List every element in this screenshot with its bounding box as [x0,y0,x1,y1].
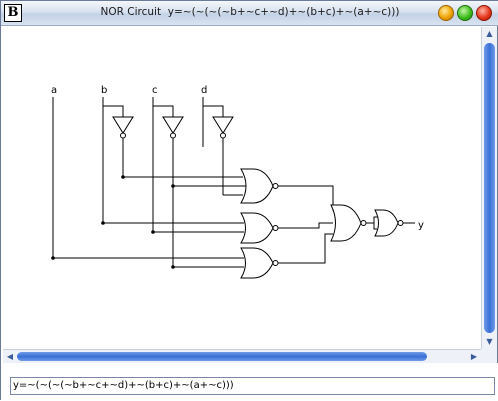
close-button[interactable] [476,5,492,21]
nor3-out [278,233,333,264]
not-gate-c [162,116,184,139]
junction-dot [171,265,175,269]
horizontal-scrollbar[interactable]: ◀ ▶ [3,349,481,363]
junction-dot [51,256,55,260]
horizontal-scroll-thumb[interactable] [17,352,427,361]
maximize-button[interactable] [457,5,473,21]
nor-gate-5 [374,209,404,237]
nor-gate-4 [330,204,367,242]
input-label-a: a [51,85,57,96]
output-label-y: y [418,220,424,231]
nor4-out-1 [366,216,377,224]
junction-dot [101,221,105,225]
vertical-scrollbar[interactable]: ▲ ▼ [481,27,497,349]
scroll-corner [481,349,497,363]
not-gate-d [212,116,234,139]
junction-dot [121,175,125,179]
scroll-up-icon[interactable]: ▲ [486,29,493,38]
formula-input[interactable]: y=~(~(~(~b+~c+~d)+~(b+c)+~(a+~c))) [10,377,495,395]
nor-gate-1 [240,168,279,204]
input-label-d: d [201,85,207,96]
scroll-right-icon[interactable]: ▶ [470,352,478,361]
vertical-scroll-thumb[interactable] [484,43,495,333]
circuit-diagram: a b c d y [51,85,424,279]
junction-dot [151,230,155,234]
junction-dot [171,184,175,188]
tap-b [103,105,124,117]
title-bar[interactable]: B NOR Circuit y=~(~(~(~b+~c+~d)+~(b+c)+~… [1,1,498,26]
nor4-out-2 [366,222,377,230]
circuit-canvas[interactable]: a b c d y [3,27,481,349]
not-gate-b [112,116,134,139]
minimize-button[interactable] [438,5,454,21]
tap-c [153,105,174,117]
window-title: NOR Circuit y=~(~(~(~b+~c+~d)+~(b+c)+~(a… [100,6,400,18]
nor-gate-3 [240,247,279,279]
nor1-out [278,185,334,211]
tap-d [203,105,224,117]
scroll-down-icon[interactable]: ▼ [486,337,493,346]
scroll-left-icon[interactable]: ◀ [6,352,14,361]
app-icon[interactable]: B [4,4,22,22]
input-label-b: b [101,85,107,96]
nor2-out [278,222,333,229]
nor-gate-2 [240,212,279,244]
input-label-c: c [152,85,158,96]
